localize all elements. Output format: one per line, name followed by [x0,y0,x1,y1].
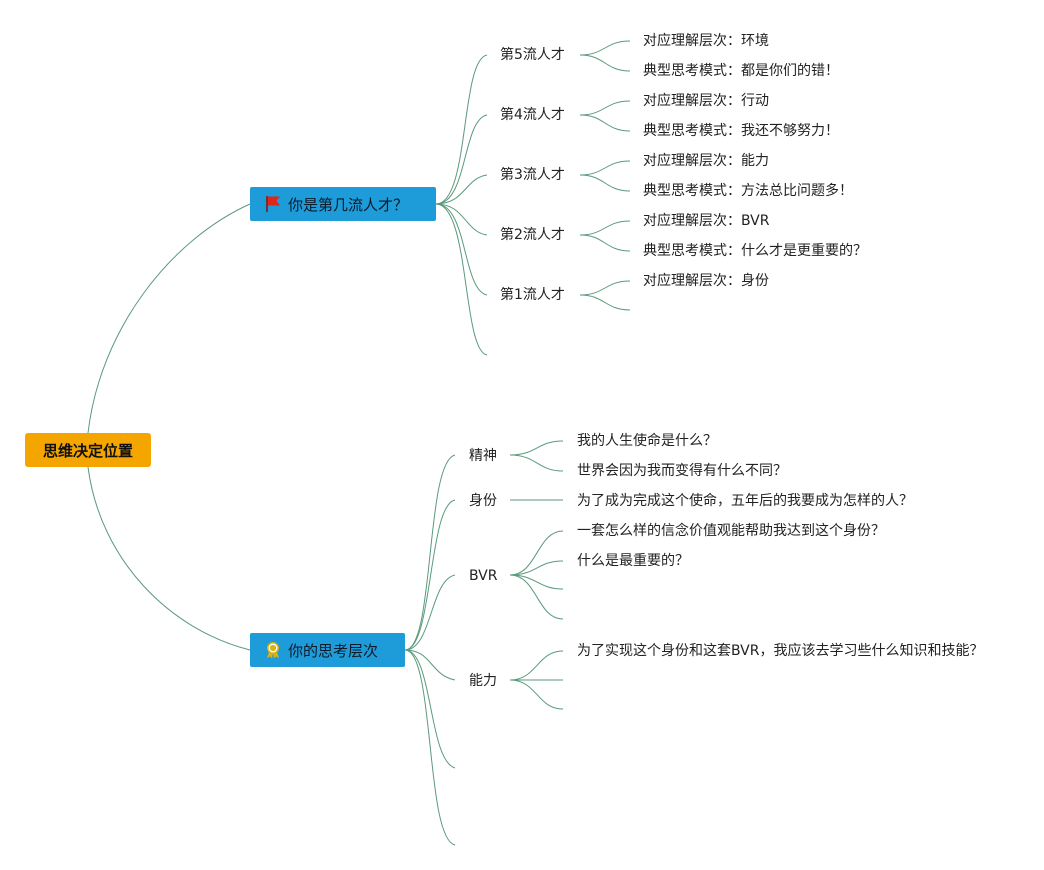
level-node[interactable]: 第3流人才 [500,167,565,183]
leaf-node[interactable]: 对应理解层次：BVR [643,213,770,229]
leaf-node[interactable]: 对应理解层次：环境 [643,33,769,49]
leaf-node[interactable]: 为了实现这个身份和这套BVR，我应该去学习些什么知识和技能？ [577,643,984,659]
leaf-node[interactable]: 典型思考模式：什么才是更重要的？ [643,243,867,259]
level-node[interactable]: 身份 [469,493,497,509]
level-node[interactable]: BVR [469,568,498,584]
leaf-node[interactable]: 对应理解层次：身份 [643,273,769,289]
level-node[interactable]: 能力 [469,673,497,689]
award-badge-icon [264,641,282,659]
level-node[interactable]: 第4流人才 [500,107,565,123]
leaf-node[interactable]: 典型思考模式：我还不够努力！ [643,123,839,139]
leaf-node[interactable]: 世界会因为我而变得有什么不同？ [577,463,787,479]
leaf-node[interactable]: 典型思考模式：方法总比问题多！ [643,183,853,199]
leaf-node[interactable]: 什么是最重要的？ [577,553,689,569]
red-flag-icon [264,195,282,213]
root-topic[interactable]: 思维决定位置 [25,433,151,467]
leaf-node[interactable]: 对应理解层次：行动 [643,93,769,109]
level-node[interactable]: 第2流人才 [500,227,565,243]
branch-thinking-level-label: 你的思考层次 [288,641,379,660]
level-node[interactable]: 精神 [469,448,497,464]
branch-talent-level-label: 你是第几流人才？ [288,195,409,214]
leaf-node[interactable]: 典型思考模式：都是你们的错！ [643,63,839,79]
leaf-node[interactable]: 我的人生使命是什么？ [577,433,717,449]
leaf-node[interactable]: 对应理解层次：能力 [643,153,769,169]
root-topic-label: 思维决定位置 [42,441,133,460]
level-node[interactable]: 第5流人才 [500,47,565,63]
level-node[interactable]: 第1流人才 [500,287,565,303]
leaf-node[interactable]: 一套怎么样的信念价值观能帮助我达到这个身份？ [577,523,885,539]
leaf-node[interactable]: 为了成为完成这个使命，五年后的我要成为怎样的人？ [577,493,913,509]
branch-thinking-level[interactable]: 你的思考层次 [250,633,405,667]
branch-talent-level[interactable]: 你是第几流人才？ [250,187,436,221]
